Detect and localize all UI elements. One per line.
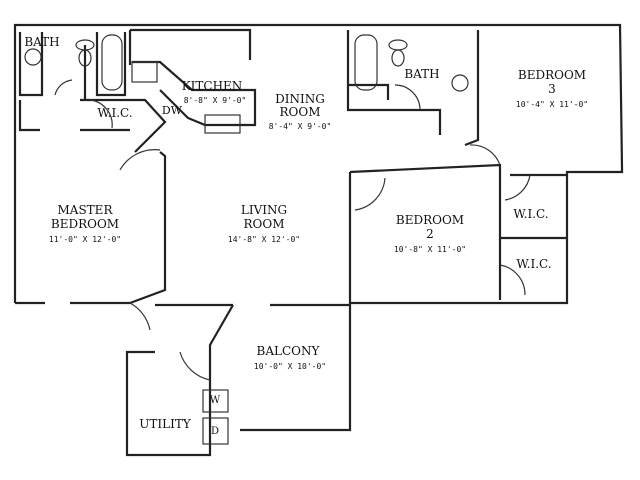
washer-icon: [202, 389, 229, 413]
dining-size: 8'-4" X 9'-0": [268, 122, 332, 131]
bath1-label: BATH: [24, 35, 60, 49]
door-swing: [354, 177, 386, 211]
door-swing: [54, 79, 73, 96]
door-swing: [129, 302, 151, 331]
master-size: 11'-0" X 12'-0": [48, 235, 122, 244]
living-label-1: LIVING: [240, 203, 288, 217]
balcony-label: BALCONY: [256, 344, 320, 358]
washer-label: W: [209, 395, 221, 406]
bedroom3-size: 10'-4" X 11'-0": [515, 100, 589, 109]
bedroom2-label-2: 2: [426, 227, 434, 241]
toilet-tank-icon-2: [388, 39, 408, 51]
door-swing: [394, 84, 421, 111]
dining-label-1: DINING: [275, 92, 325, 106]
sink-icon: [24, 48, 42, 66]
bathtub-icon: [101, 34, 123, 91]
dryer-label: D: [210, 426, 220, 437]
wic1-label: W.I.C.: [97, 106, 133, 120]
wic2-label: W.I.C.: [513, 207, 549, 221]
dryer-icon: [202, 417, 229, 445]
kitchen-sink-icon: [204, 114, 241, 134]
toilet-icon: [78, 49, 92, 67]
balcony-size: 10'-0" X 10'-0": [253, 362, 327, 371]
door-swing: [499, 264, 526, 296]
living-label-2: ROOM: [243, 217, 285, 231]
stove-icon: [131, 61, 158, 83]
living-size: 14'-8" X 12'-0": [227, 235, 301, 244]
bath2-label: BATH: [404, 67, 440, 81]
utility-label: UTILITY: [139, 417, 191, 431]
door-swing: [89, 99, 113, 129]
wic3-label: W.I.C.: [516, 257, 552, 271]
door-swing: [504, 174, 531, 201]
bedroom3-label-1: BEDROOM: [517, 68, 587, 82]
kitchen-label: KITCHEN: [181, 79, 243, 93]
toilet-icon-2: [391, 49, 405, 67]
dining-label-2: ROOM: [279, 105, 321, 119]
bedroom2-label-1: BEDROOM: [395, 213, 465, 227]
fixtures: [24, 34, 531, 445]
door-swing: [119, 149, 161, 171]
dishwasher-label: DW: [161, 104, 183, 117]
sink-icon-2: [451, 74, 469, 92]
master-label-1: MASTER: [57, 203, 113, 217]
kitchen-size: 8'-8" X 9'-0": [183, 96, 247, 105]
bedroom2-size: 10'-8" X 11'-0": [393, 245, 467, 254]
door-swing: [469, 144, 501, 166]
bedroom3-label-2: 3: [548, 82, 556, 96]
bathtub-icon-2: [354, 34, 378, 91]
door-swing: [179, 351, 211, 381]
master-label-2: BEDROOM: [50, 217, 120, 231]
